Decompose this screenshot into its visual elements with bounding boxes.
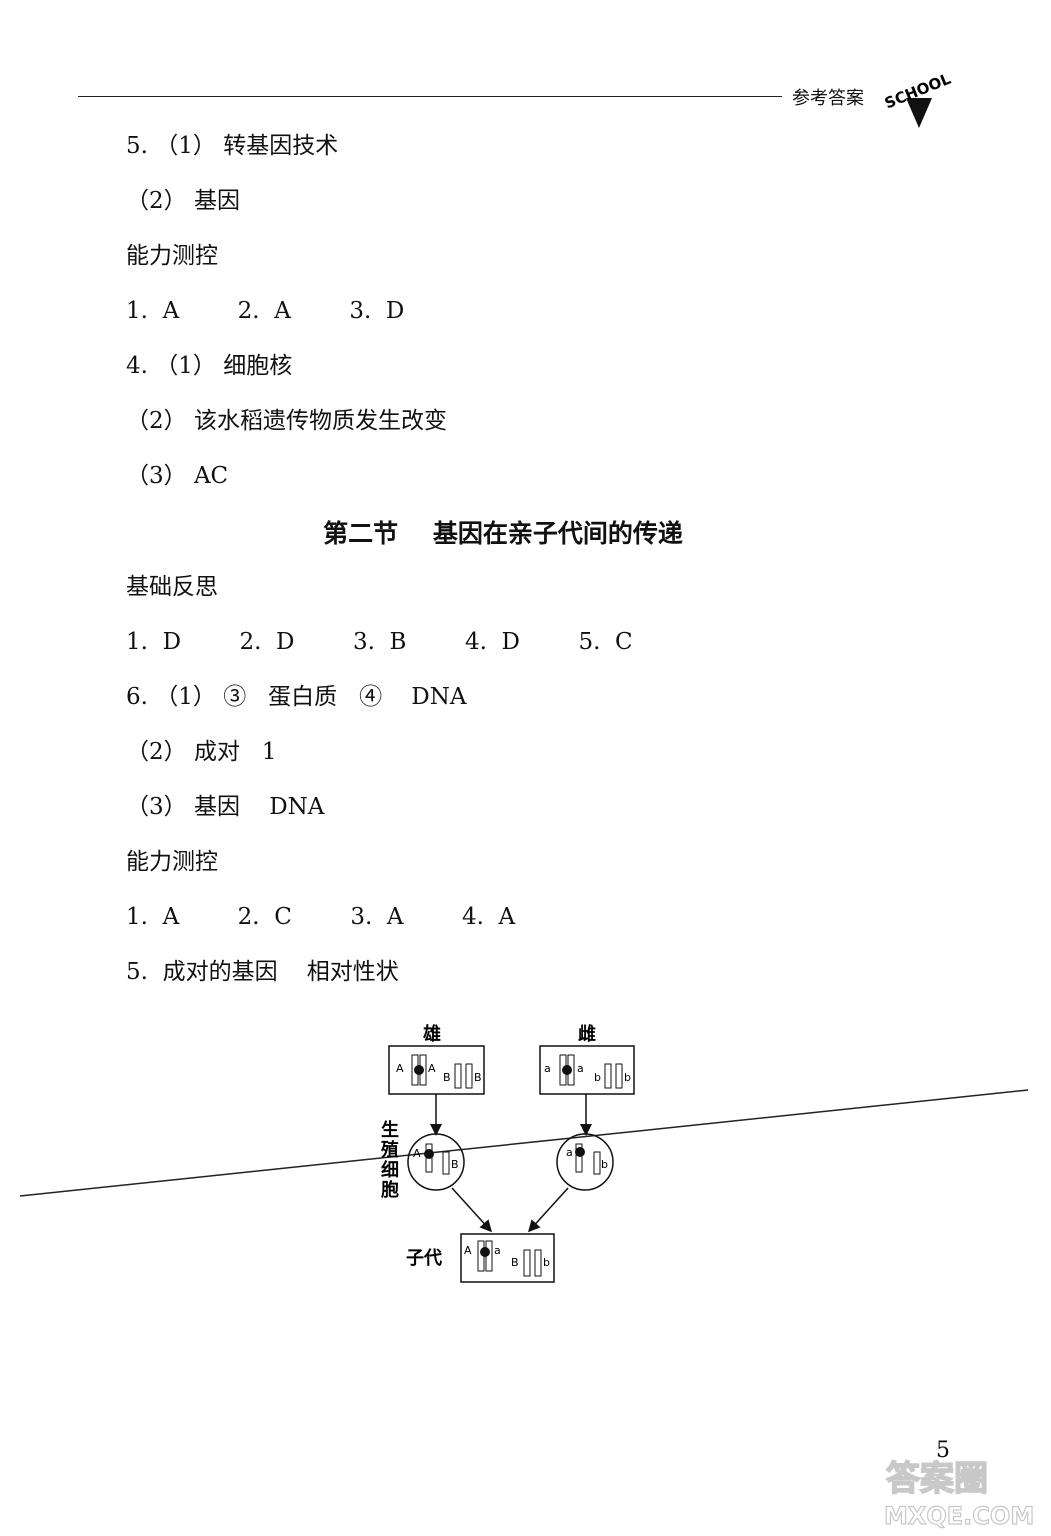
- male-gene-3: B: [443, 1071, 451, 1084]
- watermark-bottom-text: MXQE.COM: [884, 1502, 1034, 1530]
- header-label: 参考答案: [792, 88, 864, 109]
- answer-line-12: （3） 基因 DNA: [126, 794, 325, 820]
- offspring-gene-3: B: [511, 1256, 519, 1269]
- male-parent-cell: A A B B: [388, 1045, 485, 1095]
- female-gene-2: a: [577, 1062, 584, 1075]
- inheritance-diagram: 雄 雌 A A B B a a b b 生 殖 细 胞 A: [19, 1023, 1029, 1283]
- female-gene-3: b: [594, 1071, 601, 1084]
- germ-cell-label-2: 殖: [380, 1139, 399, 1161]
- answer-line-5: 4. （1） 细胞核: [126, 353, 293, 379]
- answer-line-1: 5. （1） 转基因技术: [126, 133, 339, 159]
- offspring-gene-1: A: [464, 1244, 472, 1257]
- answer-line-6: （2） 该水稻遗传物质发生改变: [126, 408, 447, 434]
- subheading-ability-test-2: 能力测控: [126, 849, 218, 875]
- germ-cell-label-1: 生: [381, 1119, 399, 1141]
- answer-line-10: 6. （1） ③ 蛋白质 ④ DNA: [126, 684, 467, 710]
- male-gamete-gene-2: B: [451, 1158, 459, 1171]
- female-to-offspring-arrow: [527, 1187, 569, 1233]
- subheading-ability-test-1: 能力测控: [126, 243, 218, 269]
- male-gene-1: A: [396, 1062, 404, 1075]
- male-label: 雄: [422, 1023, 441, 1045]
- female-gamete-gene-2: b: [601, 1158, 608, 1171]
- answer-line-14: 1. A 2. C 3. A 4. A: [126, 904, 516, 930]
- female-label: 雌: [578, 1023, 596, 1045]
- offspring-gene-4: b: [543, 1256, 550, 1269]
- answer-line-2: （2） 基因: [126, 188, 240, 214]
- germ-cell-label-3: 细: [381, 1159, 399, 1181]
- section-title: 第二节 基因在亲子代间的传递: [323, 519, 683, 548]
- offspring-cell: A a B b: [460, 1233, 555, 1283]
- answer-line-4: 1. A 2. A 3. D: [126, 298, 405, 324]
- offspring-gene-2: a: [494, 1244, 501, 1257]
- offspring-label: 子代: [406, 1248, 442, 1269]
- scan-crease-line: [19, 1089, 1029, 1197]
- subheading-basic-review: 基础反思: [126, 574, 218, 600]
- watermark-top-text: 答案圈: [886, 1459, 988, 1499]
- female-parent-cell: a a b b: [539, 1045, 635, 1095]
- answer-line-9: 1. D 2. D 3. B 4. D 5. C: [126, 629, 633, 655]
- male-gamete-gene-1: A: [413, 1147, 421, 1160]
- header-rule: [78, 96, 782, 97]
- school-logo-icon: SCHOOL: [884, 70, 954, 128]
- female-gamete-gene-1: a: [566, 1146, 573, 1159]
- male-gamete: A B: [407, 1133, 465, 1191]
- male-gene-4: B: [474, 1071, 482, 1084]
- female-gene-1: a: [544, 1062, 551, 1075]
- female-gamete: a b: [556, 1133, 614, 1191]
- answer-line-7: （3） AC: [126, 463, 229, 489]
- male-to-offspring-arrow: [451, 1187, 493, 1233]
- male-gene-2: A: [428, 1062, 436, 1075]
- page-number: 5: [936, 1438, 950, 1463]
- watermark-logo-icon: 答案圈 MXQE.COM: [883, 1458, 1034, 1530]
- answer-line-11: （2） 成对 1: [126, 739, 277, 765]
- female-gene-4: b: [624, 1071, 631, 1084]
- answer-line-15: 5. 成对的基因 相对性状: [126, 959, 399, 985]
- germ-cell-label-4: 胞: [381, 1179, 399, 1201]
